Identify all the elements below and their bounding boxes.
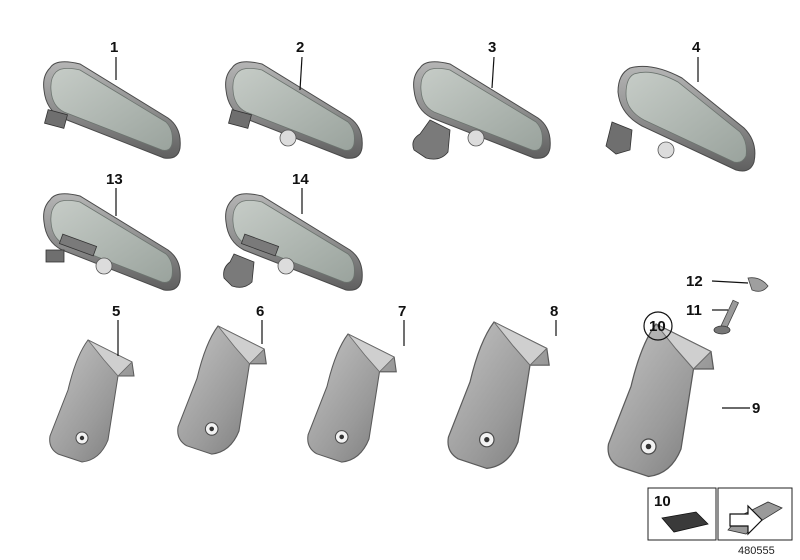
mirror-13	[43, 193, 181, 291]
clip-12	[747, 277, 769, 292]
cover-8	[447, 321, 550, 469]
arrow-icon	[729, 504, 763, 536]
cover-7	[307, 333, 397, 463]
callout-13: 13	[106, 171, 123, 188]
callout-3: 3	[488, 39, 496, 56]
callout-11: 11	[686, 302, 702, 319]
cover-9	[607, 323, 715, 478]
callout-6: 6	[256, 303, 264, 320]
callout-7: 7	[398, 303, 406, 320]
callout-14: 14	[292, 171, 309, 188]
legend-arrow-box	[717, 487, 793, 541]
cover-6	[177, 325, 267, 455]
leader-lines	[115, 56, 750, 409]
mirror-4	[605, 65, 756, 172]
cover-5	[49, 339, 135, 463]
screw-11	[713, 299, 740, 335]
callout-4: 4	[692, 39, 701, 56]
callout-10: 10	[649, 318, 666, 335]
legend-part-number: 10	[654, 493, 671, 510]
mirror-14	[223, 193, 363, 291]
reference-number: 480555	[738, 545, 775, 557]
callout-9: 9	[752, 400, 760, 417]
callout-12: 12	[686, 273, 703, 290]
mirror-2	[225, 61, 363, 159]
callout-8: 8	[550, 303, 558, 320]
callout-10-circled: 10	[643, 311, 673, 341]
mirror-3	[412, 61, 551, 160]
callout-1: 1	[110, 39, 118, 56]
legend-part-box: 10	[647, 487, 717, 541]
callout-2: 2	[296, 39, 304, 56]
mirror-1	[43, 61, 181, 159]
callout-5: 5	[112, 303, 120, 320]
